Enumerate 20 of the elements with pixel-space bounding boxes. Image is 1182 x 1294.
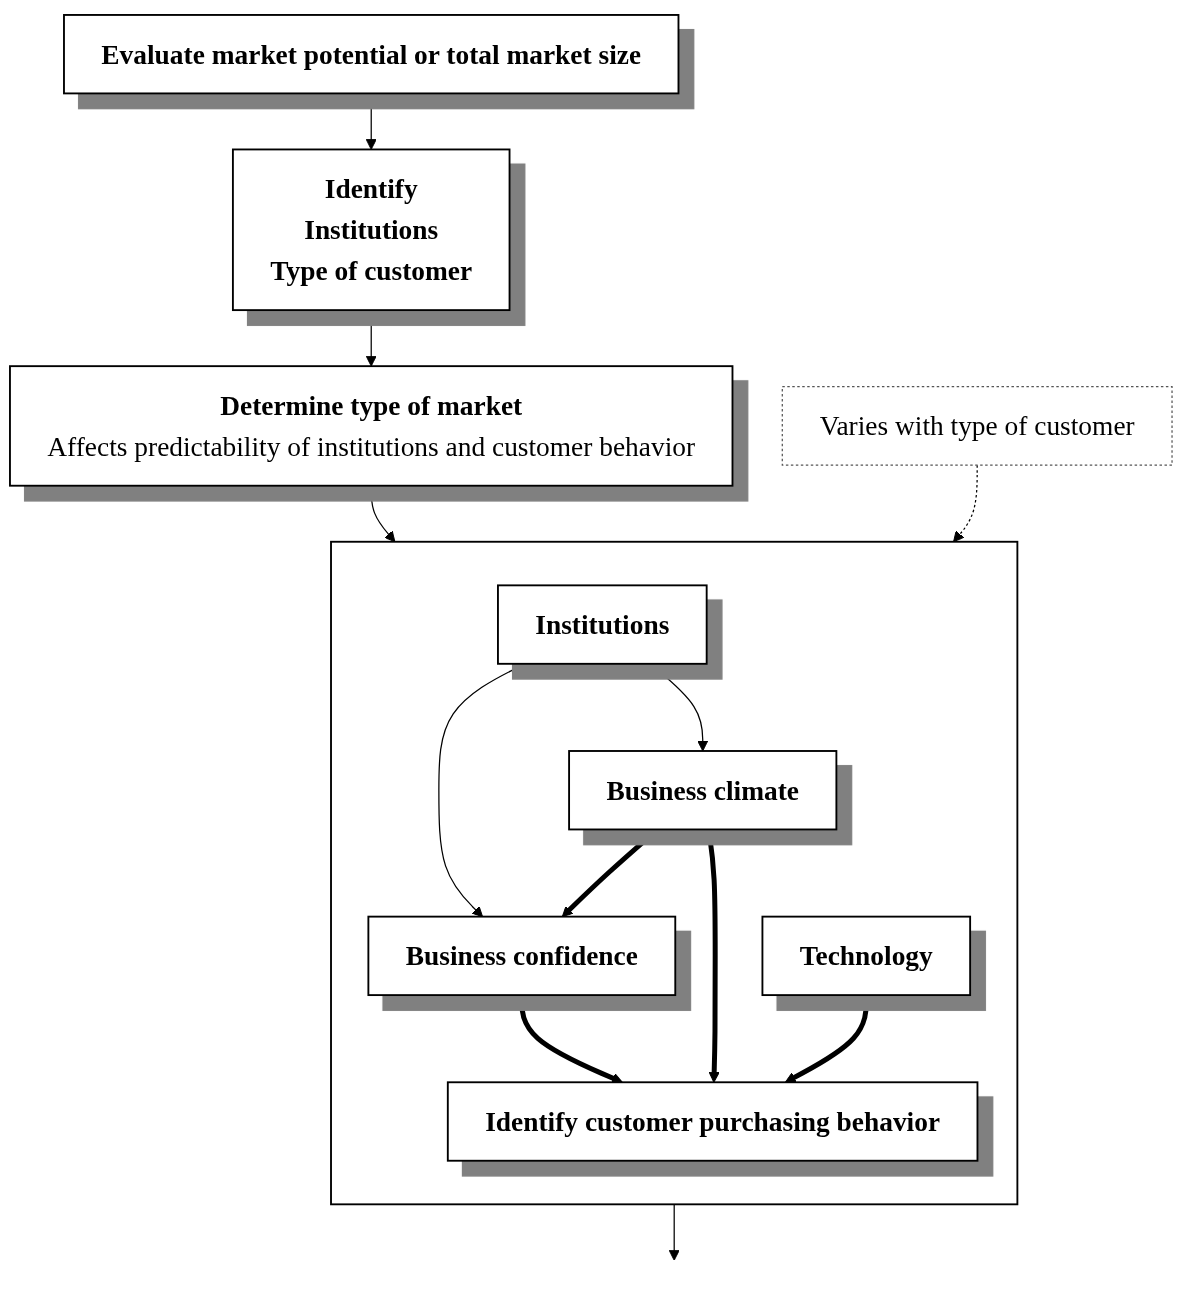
arrow bbox=[706, 829, 720, 1083]
node-box: Identify Institutions Type of customer bbox=[231, 148, 511, 312]
cluster bbox=[330, 540, 1019, 1206]
node-box: Identify customer purchasing behavior bbox=[446, 1081, 979, 1162]
arrow bbox=[953, 464, 978, 543]
arrow bbox=[784, 995, 869, 1083]
arrow bbox=[438, 663, 526, 918]
arrow bbox=[365, 92, 377, 150]
arrow bbox=[370, 485, 396, 543]
node-box: Institutions bbox=[497, 584, 708, 665]
arrow bbox=[365, 309, 377, 367]
node-box: Business confidence bbox=[367, 915, 677, 997]
node-box: Determine type of market Affects predictability of institutions and customer behavior bbox=[9, 365, 734, 487]
arrow bbox=[668, 1203, 680, 1261]
node-box: Evaluate market potential or total market size bbox=[63, 14, 680, 95]
arrow bbox=[519, 995, 623, 1084]
node-box: Technology bbox=[761, 915, 972, 997]
node-box: Business climate bbox=[568, 750, 838, 831]
arrow bbox=[649, 663, 709, 752]
node-box: Varies with type of customer bbox=[781, 386, 1173, 466]
